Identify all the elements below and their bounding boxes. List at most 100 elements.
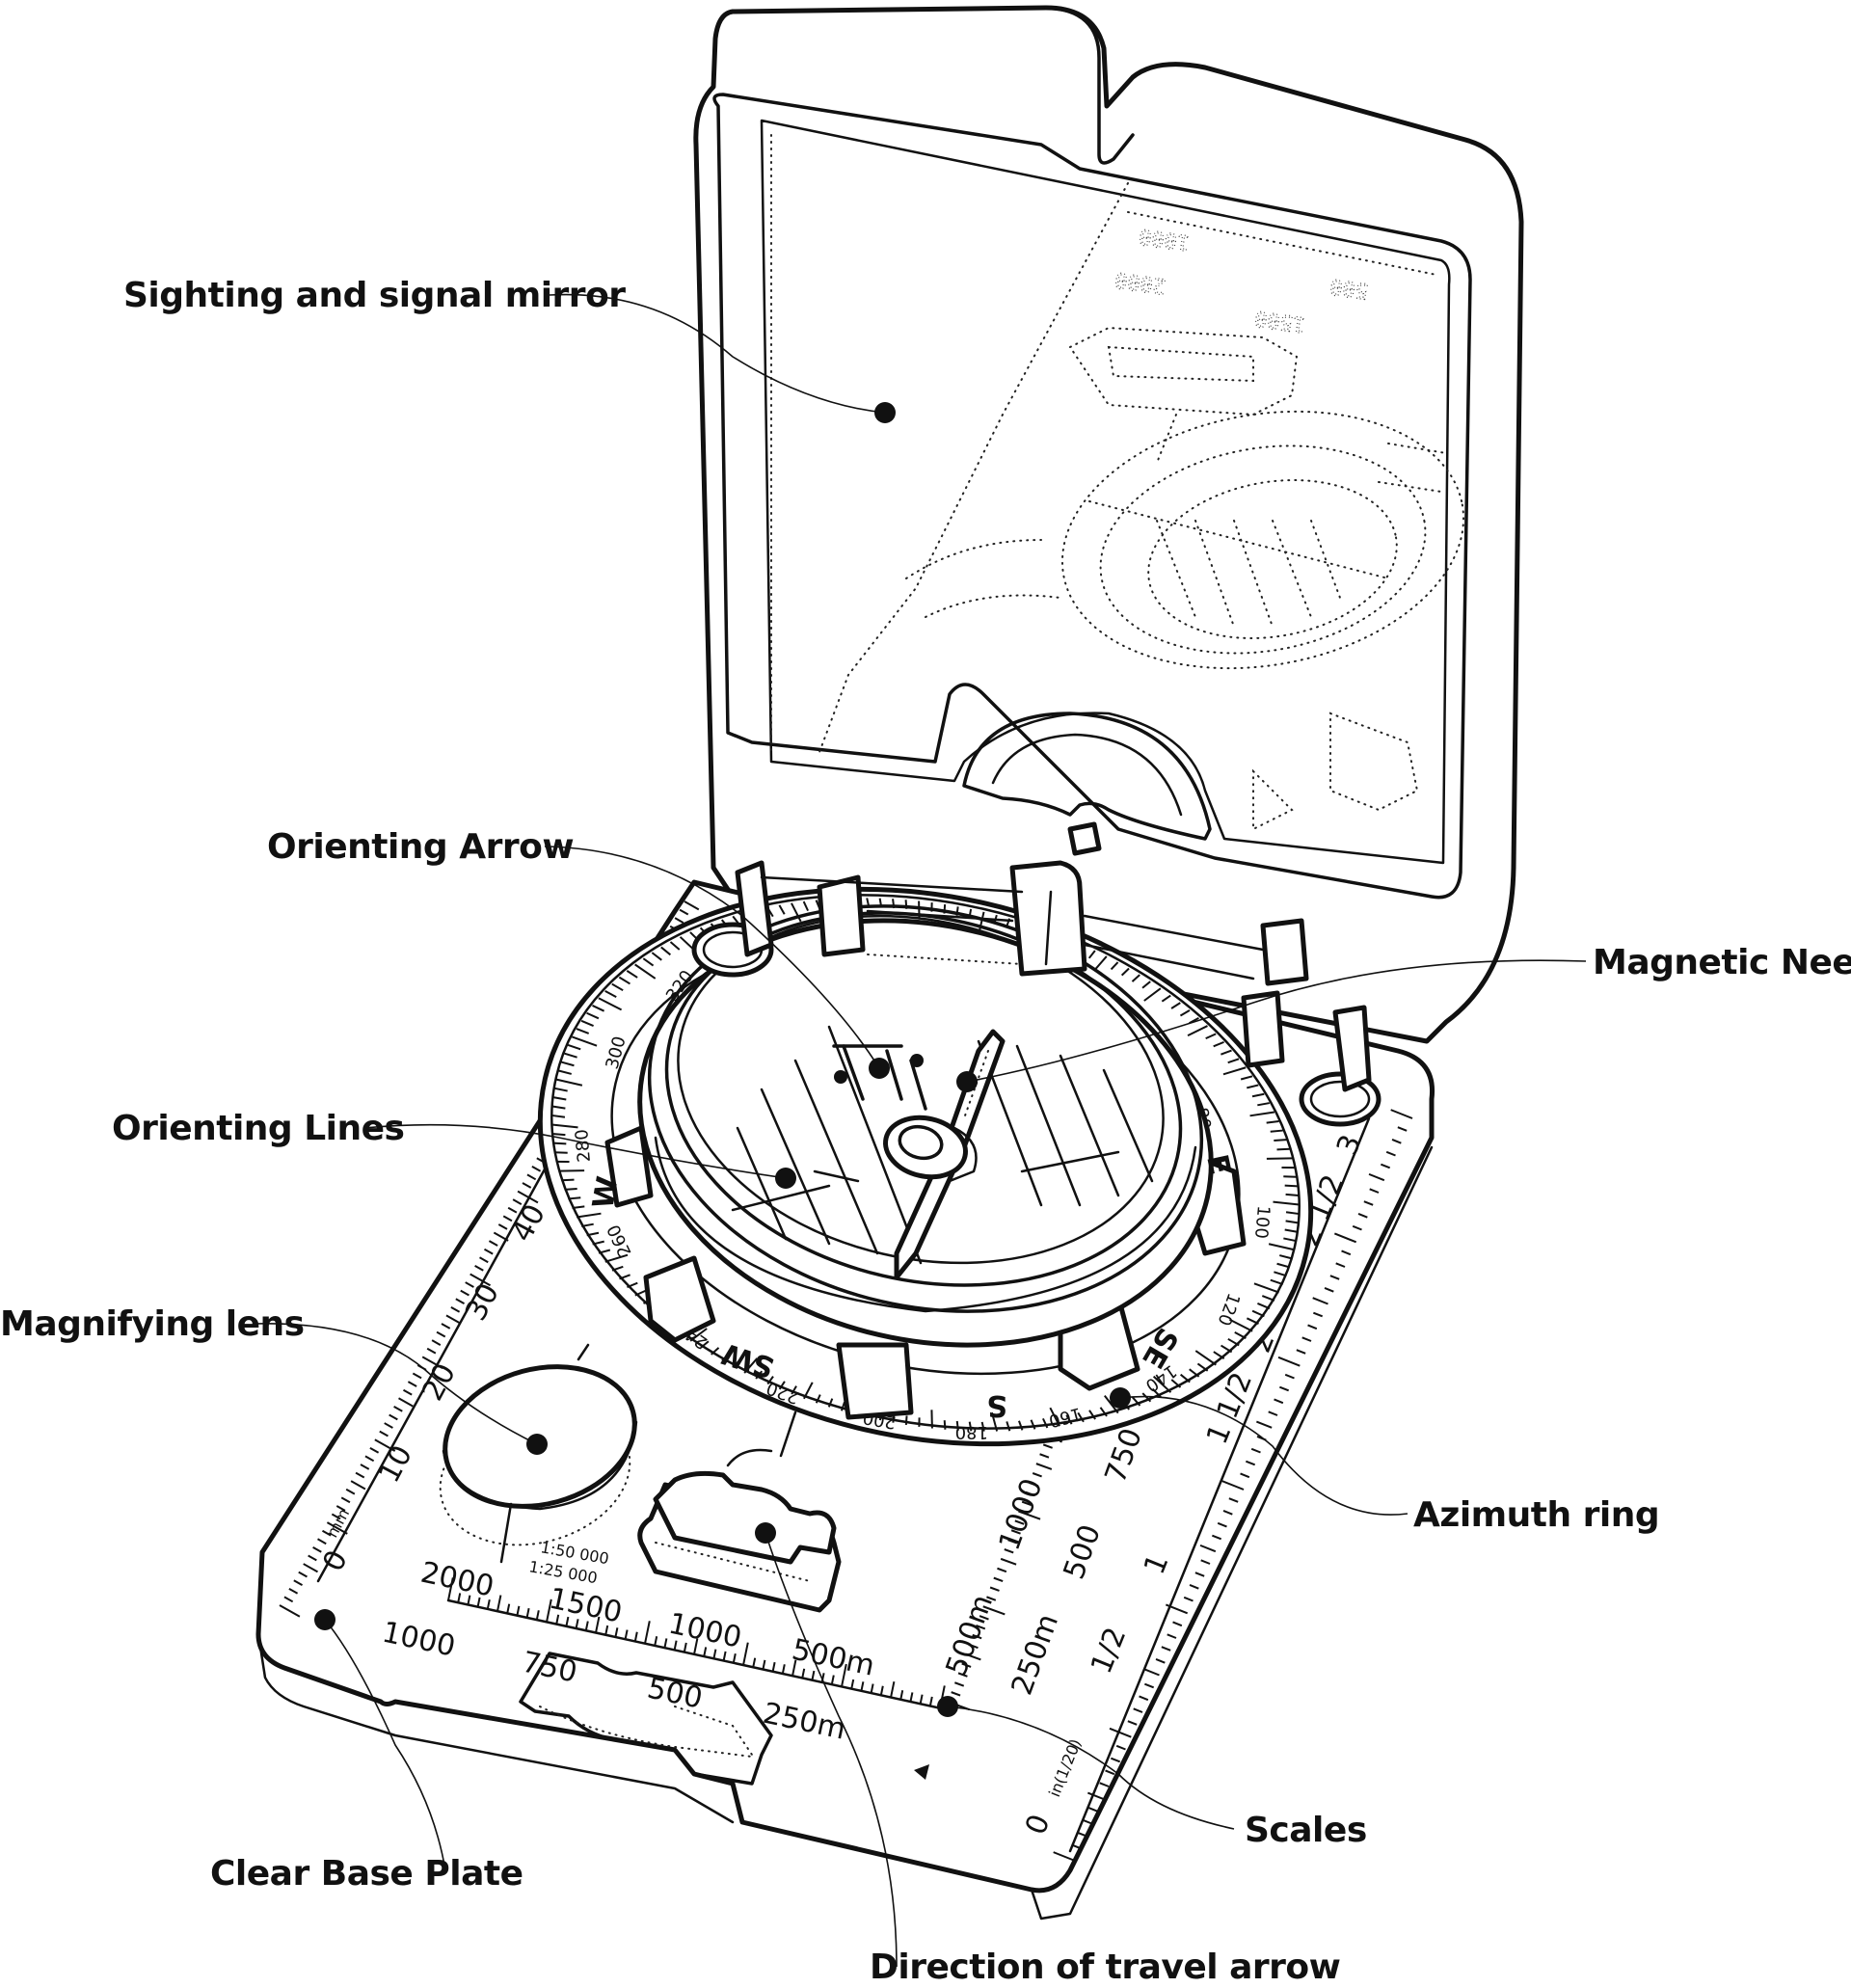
left-ruler-tick — [340, 1496, 351, 1504]
azimuth-tick — [1276, 1262, 1291, 1269]
left-ruler-tick — [497, 1223, 508, 1230]
v-scale-tick — [1039, 1453, 1050, 1459]
right-ruler-tick — [1390, 1109, 1413, 1119]
right-ruler-tick — [1397, 1126, 1408, 1132]
right-ruler-tick — [1127, 1720, 1138, 1726]
azimuth-tick — [1279, 1254, 1293, 1260]
azimuth-tick — [611, 982, 624, 992]
azimuth-tick — [669, 941, 681, 951]
left-ruler-tick — [355, 1471, 365, 1479]
left-ruler-tick — [345, 1488, 356, 1495]
left-ruler-tick — [441, 1323, 451, 1330]
h-scale-tick — [447, 1577, 454, 1601]
v-scale-tick — [1010, 1529, 1021, 1535]
right-ruler-tick — [1133, 1707, 1143, 1713]
dot-azimuth-ring — [1110, 1387, 1131, 1409]
azimuth-tick — [1131, 1396, 1141, 1407]
v-scale-tick — [961, 1662, 972, 1668]
right-ruler-tick — [1391, 1139, 1402, 1144]
left-ruler-tick — [431, 1339, 442, 1346]
left-ruler-tick — [279, 1604, 301, 1618]
h-scale-tick — [781, 1664, 786, 1675]
azimuth-tick — [567, 1044, 581, 1051]
right-ruler-tick — [1161, 1646, 1171, 1652]
right-ruler-tick — [1296, 1349, 1306, 1355]
azimuth-tick — [1143, 987, 1162, 1002]
left-ruler-tick — [479, 1256, 489, 1264]
right-ruler-tick — [1053, 1851, 1076, 1862]
azimuth-tick — [1213, 1040, 1224, 1048]
v-scale-tick — [965, 1652, 981, 1661]
right-ruler-tick — [1312, 1297, 1328, 1305]
left-ruler-tick — [679, 908, 689, 916]
h-scale-tick — [801, 1668, 806, 1679]
azimuth-tick — [1247, 1084, 1259, 1089]
h-scale-tick — [565, 1616, 570, 1627]
left-ruler-tick — [335, 1505, 346, 1512]
v-scale-tick — [1035, 1463, 1053, 1470]
azimuth-tick — [1141, 981, 1151, 989]
h-scale-tick — [546, 1598, 552, 1623]
azimuth-tick — [1087, 950, 1096, 959]
azimuth-tick — [778, 904, 786, 915]
left-ruler-tick — [674, 917, 684, 924]
h-scale-tick — [476, 1597, 481, 1607]
hinge-knuckle-3 — [1067, 821, 1102, 856]
left-ruler-tick — [331, 1513, 341, 1520]
left-ruler-tick — [445, 1314, 462, 1325]
ghost-text-4: 500 — [1328, 274, 1370, 303]
azimuth-tick — [604, 1253, 629, 1263]
cardinal-s: S — [986, 1388, 1007, 1422]
h-scale-tick — [525, 1607, 530, 1619]
azimuth-tick — [815, 1394, 821, 1404]
dot-orienting-arrow — [869, 1058, 890, 1079]
azimuth-tick — [1240, 1075, 1253, 1081]
azimuth-tick — [618, 976, 630, 985]
azimuth-tick — [1030, 1419, 1036, 1430]
azimuth-tick — [1006, 1421, 1011, 1432]
azimuth-tick — [1270, 1129, 1283, 1133]
h-scale-tick — [654, 1636, 658, 1647]
azimuth-tick — [598, 997, 623, 1011]
hinge-knuckle-1 — [817, 874, 866, 957]
h-scale-tick — [535, 1610, 540, 1621]
azimuth-tick — [1131, 974, 1140, 982]
dot-travel-arrow — [755, 1522, 776, 1544]
hinge-post-right — [1332, 1005, 1372, 1092]
azimuth-tick — [1283, 1237, 1298, 1243]
v-scale-tick — [1018, 1510, 1041, 1520]
h-scale-tick — [506, 1603, 511, 1614]
left-ruler-tick — [460, 1289, 469, 1297]
azimuth-tick — [1088, 1410, 1096, 1420]
right-ruler-tick — [1324, 1287, 1334, 1293]
azimuth-tick — [576, 1212, 602, 1219]
azimuth-tick — [1246, 1317, 1259, 1325]
azimuth-tick — [1270, 1278, 1284, 1285]
azimuth-tick — [634, 963, 657, 980]
v-scale-tick — [1021, 1500, 1032, 1506]
left-ruler-tick — [407, 1381, 417, 1387]
dot-magnetic-needle — [956, 1071, 978, 1092]
magnetic-needle — [883, 1029, 1006, 1280]
v-scale-tick — [997, 1567, 1007, 1573]
azimuth-tick — [1227, 1058, 1240, 1064]
azimuth-tick — [1285, 1220, 1300, 1224]
right-ruler-tick — [1139, 1695, 1149, 1702]
azimuth-tick — [558, 1069, 572, 1075]
azimuth-tick — [660, 946, 672, 956]
azimuth-tick — [592, 1005, 605, 1012]
azimuth-tick — [766, 1376, 774, 1385]
travel-arrow-block — [637, 1410, 842, 1613]
azimuth-tick — [904, 1415, 908, 1425]
azimuth-tick — [642, 957, 655, 967]
az-280: 280 — [572, 1128, 595, 1163]
azimuth-tick — [1222, 1066, 1247, 1076]
azimuth-tick — [802, 900, 809, 912]
leader-magnifying-lens — [253, 1323, 538, 1445]
leader-base-plate — [324, 1619, 446, 1871]
azimuth-tick — [553, 1087, 568, 1092]
leader-scales — [947, 1706, 1235, 1830]
h-scale-tick — [595, 1616, 601, 1633]
azimuth-tick — [721, 1353, 731, 1362]
azimuth-tick — [1099, 1407, 1108, 1417]
